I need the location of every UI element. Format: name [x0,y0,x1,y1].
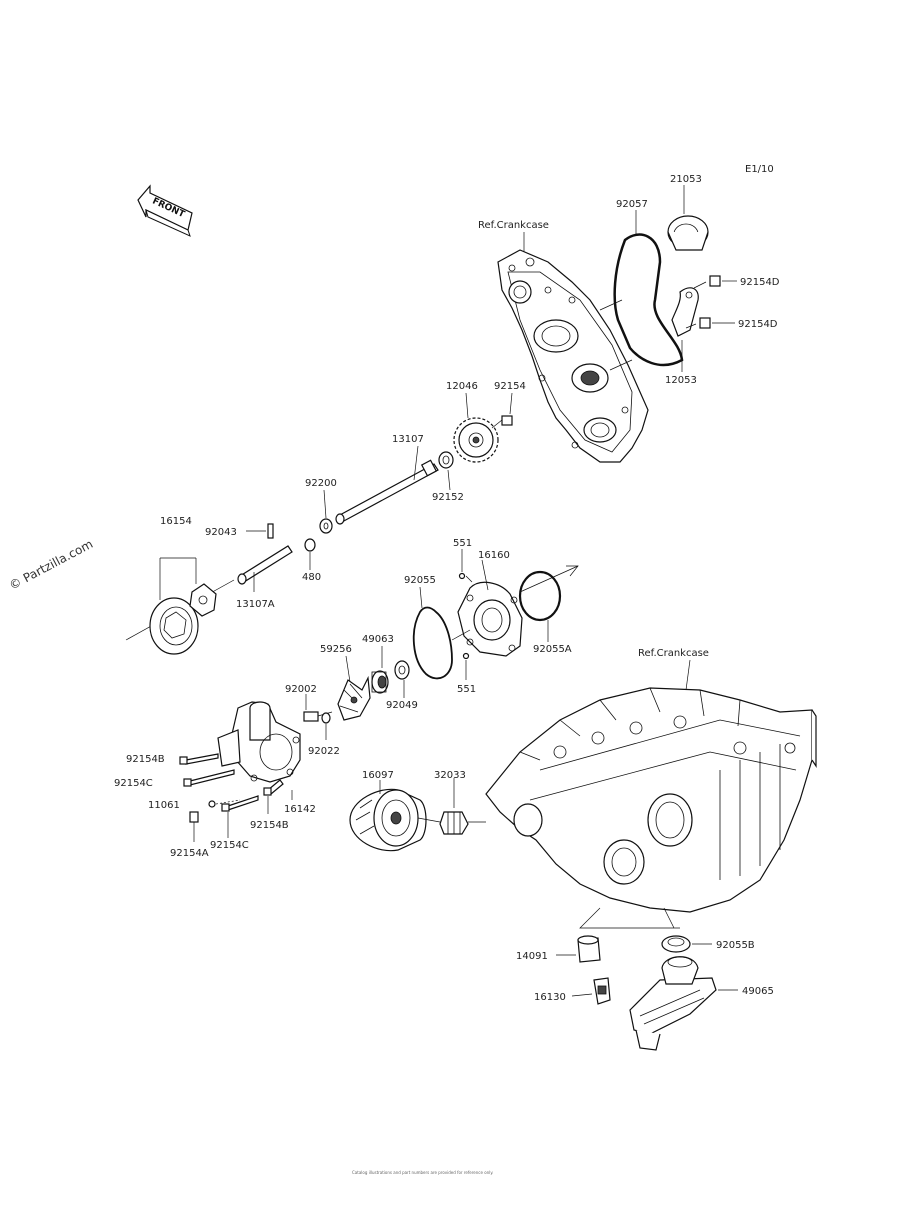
label-16130: 16130 [534,992,566,1003]
label-92154B-a: 92154B [126,754,165,765]
label-92152: 92152 [432,492,464,503]
label-13107: 13107 [392,434,424,445]
bolt-92154C-a [183,769,235,787]
dowel-551-a [458,572,466,580]
label-92154D-b: 92154D [738,319,778,330]
label-92043: 92043 [205,527,237,538]
label-92200: 92200 [305,478,337,489]
label-59256: 59256 [320,644,352,655]
label-16154: 16154 [160,516,192,527]
label-92049: 92049 [386,700,418,711]
bolt-92154B-b [263,779,284,796]
label-551-a: 551 [453,538,472,549]
seal-21053 [667,215,709,251]
guide-12053 [671,287,699,337]
page-code: E1/10 [745,164,774,175]
pin-92043 [267,523,274,539]
label-49065: 49065 [742,986,774,997]
watermark: © Partzilla.com [7,537,95,593]
bolt-92154 [491,415,513,429]
ref-crankcase-right: Ref.Crankcase [638,648,709,659]
label-92055: 92055 [404,575,436,586]
label-32033: 32033 [434,770,466,781]
lower-crankcase [485,687,817,913]
oil-filter-16097 [349,788,427,852]
label-92002: 92002 [285,684,317,695]
label-12053: 12053 [665,375,697,386]
sensor-16130 [593,977,611,1005]
label-92022: 92022 [308,746,340,757]
label-12046: 12046 [446,381,478,392]
label-21053: 21053 [670,174,702,185]
collar-92152 [438,451,454,469]
dowel-551-b [462,652,470,660]
label-92154C-a: 92154C [114,778,153,789]
shaft-13107A [237,545,293,585]
bolt-92154D-a [693,275,721,289]
label-92154D-a: 92154D [740,277,780,288]
label-92055B: 92055B [716,940,755,951]
o-ring-92055 [412,606,453,680]
fitting-32033 [417,811,486,835]
seal-92049 [394,660,410,680]
label-480: 480 [302,572,321,583]
label-16160: 16160 [478,550,510,561]
plug-92055B [661,935,691,953]
label-92154A: 92154A [170,848,209,859]
label-92057: 92057 [616,199,648,210]
label-13107A: 13107A [236,599,275,610]
bearing-49063 [371,670,389,694]
label-49063: 49063 [362,634,394,645]
label-14091: 14091 [516,951,548,962]
circlip-480 [304,538,316,552]
impeller-59256 [337,675,371,721]
bolt-92154B-a [179,753,219,765]
pump-cover-16160 [457,581,523,657]
label-551-b: 551 [457,684,476,695]
label-11061: 11061 [148,800,180,811]
bolt-92154C-b [221,795,259,812]
oil-pump-rotor-16154 [125,579,235,655]
front-arrow-icon: FRONT [137,184,193,237]
label-16142: 16142 [284,804,316,815]
label-92154: 92154 [494,381,526,392]
footer-text: Catalog illustrations and part numbers a… [352,1170,493,1175]
sprocket-12046 [453,417,499,463]
gasket-11061 [208,799,241,808]
label-92154C-b: 92154C [210,840,249,851]
bolt-92154D-b [685,317,711,329]
o-ring-92057 [613,233,684,367]
label-92154B-b: 92154B [250,820,289,831]
oil-strainer-49065 [629,956,717,1051]
pump-housing-16142 [217,701,301,783]
ref-crankcase-top: Ref.Crankcase [478,220,549,231]
washer-92200 [319,518,333,534]
label-16097: 16097 [362,770,394,781]
washer-92022 [321,712,331,724]
collar-14091 [577,935,601,963]
crankcase-cover [497,249,649,463]
bolt-92154A [189,811,199,823]
shaft-13107 [335,459,439,525]
label-92055A: 92055A [533,644,572,655]
o-ring-92055A [518,565,579,622]
